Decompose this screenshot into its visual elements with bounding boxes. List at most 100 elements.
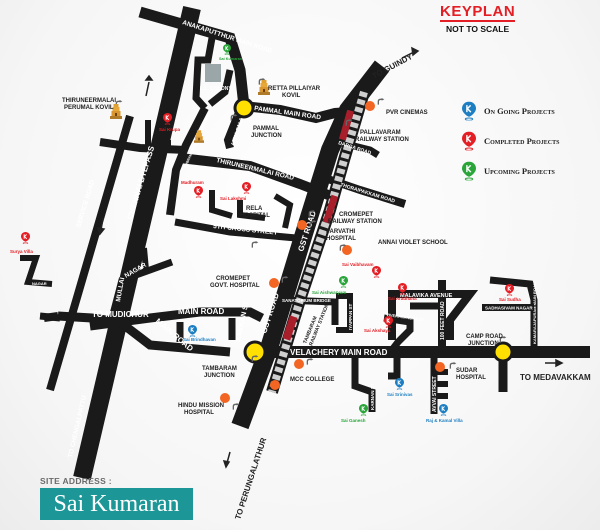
tambaram-junction-marker xyxy=(243,340,267,364)
label-100-feet-road: 100 FEET ROAD xyxy=(440,301,446,340)
landmark-tambaram-junction: TAMBARAM xyxy=(202,366,237,372)
label-to-medavakkam: TO MEDAVAKKAM xyxy=(520,373,591,382)
label-surya-nagar: NAGAR xyxy=(32,281,47,286)
landmark-retta-pillaiyar-2: KOVIL xyxy=(282,93,301,99)
project-sai-krupa[interactable]: Sai Krupa xyxy=(159,127,181,132)
landmark-dots xyxy=(220,101,445,403)
project-madhuram[interactable]: Madhuram xyxy=(181,180,204,185)
project-sai-srinivas[interactable]: Sai Srinivas xyxy=(387,392,413,397)
direction-arrows xyxy=(96,46,564,469)
road-service xyxy=(46,114,134,392)
road-gst xyxy=(231,60,390,430)
landmark-pammal-junction-2: JUNCTION xyxy=(251,133,282,139)
project-sai-vaibhavam[interactable]: Sai Vaibhavam xyxy=(342,262,374,267)
pin-sai-sudha xyxy=(505,284,514,296)
road-malavika xyxy=(388,290,479,340)
label-velachery-main-road: VELACHERY MAIN ROAD xyxy=(290,348,388,357)
label-avvai-street: AVVAI STREET xyxy=(432,376,438,412)
project-sai-ganesh[interactable]: Sai Ganesh xyxy=(341,418,366,423)
project-sai-lakshmi[interactable]: Sai Lakshmi xyxy=(220,196,246,201)
landmark-pallavaram-station: PALLAVARAM xyxy=(360,130,401,136)
keyplan-header: KEYPLAN NOT TO SCALE xyxy=(440,3,516,34)
legend-label-ongoing: On Going Projects xyxy=(484,106,555,116)
landmark-thiruneermalai: THIRUNEERMALAI xyxy=(62,98,116,104)
label-karnan-st: KARNAN ST xyxy=(370,383,375,410)
label-service-road: SERVICE ROAD xyxy=(75,179,96,229)
road-anakaputhur xyxy=(138,6,250,107)
landmark-parvathi-hospital: PARVATHI xyxy=(326,229,356,235)
legend-label-upcoming: Upcoming Projects xyxy=(484,166,555,176)
pin-madhuram xyxy=(194,186,203,198)
keyplan-subtitle: NOT TO SCALE xyxy=(446,24,510,34)
label-main-road-1: MAIN ROAD xyxy=(178,307,224,316)
project-sai-sudha[interactable]: Sai Sudha xyxy=(499,297,521,302)
landmark-tambaram-junction-2: JUNCTION xyxy=(204,373,235,379)
landmark-pammal-junction: PAMMAL xyxy=(253,126,279,132)
keyplan-title: KEYPLAN xyxy=(440,3,516,22)
landmark-sudar-hospital-2: HOSPITAL xyxy=(456,375,486,381)
label-ll-colony: L.L. COLONY xyxy=(200,86,232,92)
project-raj-kamal-villa[interactable]: Raj & Kamal Villa xyxy=(426,418,463,423)
label-kakkan-st: KAKKAN ST xyxy=(235,300,251,342)
label-mullai: MULLAI xyxy=(115,277,126,303)
legend-item-upcoming: Upcoming Projects xyxy=(462,156,559,186)
landmark-annai-violet-school: ANNAI VIOLET SCHOOL xyxy=(378,240,448,246)
road-main xyxy=(89,307,265,331)
project-surya-villa[interactable]: Surya Villa xyxy=(10,249,33,254)
pin-raj-kamal-villa xyxy=(439,404,448,416)
landmark-thiruneermalai-2: PERUMAL KOVIL xyxy=(64,105,114,111)
legend-label-completed: Completed Projects xyxy=(484,136,560,146)
pammal-junction-marker xyxy=(233,97,255,119)
landmark-parvathi-hospital-2: HOSPITAL xyxy=(326,236,356,242)
pin-sai-aishwaryam xyxy=(339,276,348,288)
landmark-hindu-mission-2: HOSPITAL xyxy=(184,410,214,416)
camp-road-junction-marker xyxy=(492,341,514,363)
label-malavika-avenue: MALAVIKA AVENUE xyxy=(400,293,453,299)
legend-item-completed: Completed Projects xyxy=(462,126,559,156)
label-iyappan-st: IYAPPAN ST xyxy=(348,303,353,330)
legend: On Going Projects Completed Projects Upc… xyxy=(462,96,559,186)
roads-layer xyxy=(20,5,590,481)
label-sanatorium-bridge: SANATORIUM BRIDGE xyxy=(282,298,331,303)
landmark-camp-road-junction-2: JUNCTION xyxy=(468,341,499,347)
pin-sai-lakshmi xyxy=(242,182,251,194)
completed-pin-icon xyxy=(462,131,476,151)
pin-sai-srinivas xyxy=(395,378,404,390)
site-name: Sai Kumaran xyxy=(53,490,180,517)
site-address-label: SITE ADDRESS : xyxy=(40,476,112,486)
label-sadhasivam-nagar-text: SADHASIVAM NAGAR xyxy=(485,306,533,311)
landmark-mcc-college: MCC COLLEGE xyxy=(290,377,334,383)
project-sai-aradhana[interactable]: Sai Aradhana xyxy=(388,296,417,301)
landmark-pallavaram-station-2: RAILWAY STATION xyxy=(355,137,409,143)
landmark-cromepet-station: CROMEPET xyxy=(339,212,373,218)
project-pins: Sai Kumaran Sai Krupa Madhuram Sai Laksh… xyxy=(10,44,521,423)
ongoing-pin-icon xyxy=(462,101,476,121)
label-to-perungalathur: TO PERUNGALATHUR xyxy=(233,436,268,520)
label-thiruneermalai-road: THIRUNEERMALAI ROAD xyxy=(216,157,295,182)
label-thoraipakkam-road: THORAIPAKKAM ROAD xyxy=(339,182,395,204)
pin-surya-villa xyxy=(21,232,30,244)
landmark-rela-hospital-2: HOSPITAL xyxy=(240,213,270,219)
project-sai-aishwaryam[interactable]: Sai Aishwaryam xyxy=(312,290,346,295)
road-chennai-bypass xyxy=(73,5,201,481)
project-sai-kumaran[interactable]: Sai Kumaran xyxy=(219,57,243,61)
label-kamarajapuram: KAMARAJAPURAM MAIN ROAD xyxy=(532,282,537,344)
project-sai-akshaya[interactable]: Sai Akshaya xyxy=(364,328,391,333)
pin-sai-vaibhavam xyxy=(372,266,381,278)
upcoming-pin-icon xyxy=(462,161,476,181)
pin-sai-ganesh xyxy=(359,404,368,416)
landmark-cromepet-govt-hospital-2: GOVT. HOSPITAL xyxy=(210,283,260,289)
project-sai-brindhavan[interactable]: Sai Brindhavan xyxy=(183,337,216,342)
landmark-hindu-mission: HINDU MISSION xyxy=(178,403,224,409)
legend-item-ongoing: On Going Projects xyxy=(462,96,559,126)
landmark-camp-road-junction: CAMP ROAD xyxy=(466,334,504,340)
landmark-sudar-hospital: SUDAR xyxy=(456,368,478,374)
label-to-mudichur: TO MUDICHUR xyxy=(92,310,149,319)
site-name-badge: Sai Kumaran xyxy=(40,488,193,520)
landmark-cromepet-govt-hospital: CROMEPET xyxy=(216,276,250,282)
landmark-rela-hospital: RELA xyxy=(246,206,263,212)
landmark-pvr-cinemas: PVR CINEMAS xyxy=(386,110,428,116)
label-vivekananda-st: VIVEKANANDHA ST xyxy=(386,312,425,322)
